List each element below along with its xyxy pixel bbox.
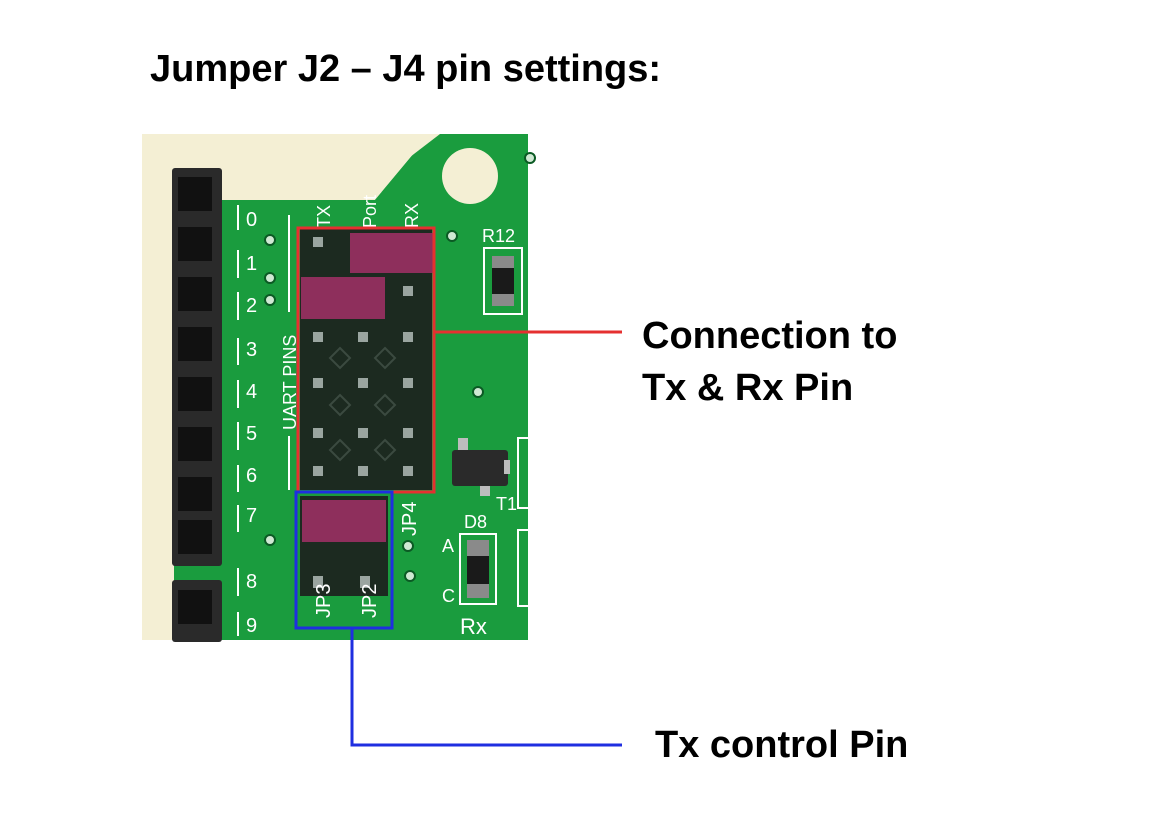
pin-number-0: 0 — [246, 209, 257, 231]
rx-label: Rx — [460, 614, 487, 639]
tx-control-callout-line — [350, 628, 622, 747]
jumper-cap-tx-control — [302, 500, 386, 542]
rx-tx-callout: Connection to Tx & Rx Pin — [642, 310, 897, 414]
column-label-rx: RX — [402, 203, 422, 228]
right-component-outline-2 — [517, 529, 531, 607]
pin-number-2: 2 — [246, 295, 257, 317]
d8-led — [459, 533, 497, 605]
pin-number-7: 7 — [246, 505, 257, 527]
d8-label: D8 — [464, 512, 487, 532]
pin-number-4: 4 — [246, 381, 257, 403]
jp2-label: JP2 — [359, 584, 381, 618]
board-corner — [375, 134, 528, 205]
pin-number-8: 8 — [246, 571, 257, 593]
r12-label: R12 — [482, 226, 515, 246]
t1-label: T1 — [496, 494, 517, 514]
arduino-header-top — [172, 168, 222, 566]
column-label-port: Port — [360, 195, 380, 228]
pin-number-9: 9 — [246, 615, 257, 637]
right-component-outline — [517, 437, 531, 509]
vias — [264, 152, 536, 582]
led-a-label: A — [442, 536, 454, 556]
t1-transistor — [452, 438, 510, 496]
tx-control-highlight-box — [294, 490, 394, 630]
rx-tx-callout-line1: Connection to — [642, 315, 898, 357]
mounting-hole — [442, 148, 498, 204]
jp3-label: JP3 — [313, 584, 335, 618]
rx-tx-callout-line2: Tx & Rx Pin — [642, 367, 854, 409]
board-edge — [142, 134, 174, 640]
jumper-cap-tx-port — [301, 277, 385, 319]
jumper-cap-port-rx — [350, 233, 434, 273]
uart-pins-label: UART PINS — [280, 335, 300, 430]
board-edge-corner — [222, 134, 440, 180]
jp4-label: JP4 — [399, 502, 421, 536]
tx-control-callout: Tx control Pin — [655, 724, 909, 766]
r12-resistor — [483, 247, 523, 315]
column-label-tx: TX — [314, 205, 334, 228]
pin-number-6: 6 — [246, 465, 257, 487]
pin-number-1: 1 — [246, 253, 257, 275]
led-c-label: C — [442, 586, 455, 606]
pin-number-5: 5 — [246, 423, 257, 445]
arduino-header-bottom — [172, 580, 222, 642]
page-title: Jumper J2 – J4 pin settings: — [150, 48, 662, 90]
pin-number-3: 3 — [246, 339, 257, 361]
